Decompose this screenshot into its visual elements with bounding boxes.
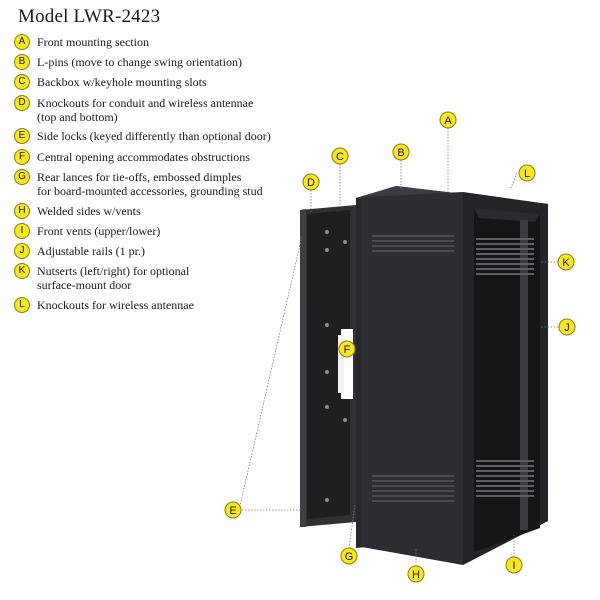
callout-badge: K	[14, 263, 30, 279]
legend-item-j: J Adjustable rails (1 pr.)	[14, 243, 145, 259]
legend-text: (top and bottom)	[37, 110, 118, 124]
callout-label: D	[307, 177, 315, 189]
side-vents	[372, 235, 454, 502]
legend-text: L-pins (move to change swing orientation…	[37, 55, 242, 69]
callout-label: I	[512, 560, 515, 572]
legend-item-d: D Knockouts for conduit and wireless ant…	[14, 95, 254, 124]
callout-badge: H	[14, 203, 30, 219]
callout-badge: E	[14, 128, 30, 144]
legend-text: Nutserts (left/right) for optional	[37, 264, 190, 278]
callout-badge: B	[14, 54, 30, 70]
adjustable-rail	[520, 220, 528, 530]
callout-badge: J	[14, 243, 30, 259]
callout-l: L	[518, 164, 536, 182]
legend-item-e: E Side locks (keyed differently than opt…	[14, 128, 271, 144]
callout-badge: A	[14, 34, 30, 50]
callout-badge: C	[14, 74, 30, 90]
backbox	[300, 205, 356, 527]
legend-text: Front mounting section	[37, 35, 149, 49]
callout-badge: G	[14, 169, 30, 185]
callout-label: K	[562, 257, 570, 269]
callout-h: H	[407, 565, 425, 583]
callout-badge: F	[14, 149, 30, 165]
callout-label: C	[336, 151, 344, 163]
callout-label: J	[564, 322, 570, 334]
callout-d: D	[302, 173, 320, 191]
legend-item-c: C Backbox w/keyhole mounting slots	[14, 74, 207, 90]
legend-item-h: H Welded sides w/vents	[14, 203, 141, 219]
legend-text: Central opening accommodates obstruction…	[37, 150, 250, 164]
legend-text: Welded sides w/vents	[37, 204, 141, 218]
callout-label: B	[397, 147, 404, 159]
callout-label: A	[444, 115, 452, 127]
legend-text: Backbox w/keyhole mounting slots	[37, 75, 207, 89]
legend-text: Side locks (keyed differently than optio…	[37, 129, 271, 143]
callout-i: I	[505, 556, 523, 574]
callout-a: A	[439, 111, 457, 129]
legend-item-b: B L-pins (move to change swing orientati…	[14, 54, 242, 70]
legend-text: Knockouts for wireless antennae	[37, 298, 194, 312]
callout-label: F	[344, 344, 351, 356]
legend-item-k: K Nutserts (left/right) for optional sur…	[14, 263, 190, 292]
legend-item-i: I Front vents (upper/lower)	[14, 223, 161, 239]
callout-k: K	[557, 253, 575, 271]
callout-j: J	[558, 318, 576, 336]
callout-label: H	[412, 569, 420, 581]
legend-text: surface-mount door	[37, 278, 132, 292]
legend-text: Front vents (upper/lower)	[37, 224, 161, 238]
legend-item-a: A Front mounting section	[14, 34, 149, 50]
callout-badge: L	[14, 297, 30, 313]
callout-b: B	[392, 143, 410, 161]
legend-text: Adjustable rails (1 pr.)	[37, 244, 145, 258]
front-mounting-section	[356, 186, 548, 565]
callout-c: C	[331, 147, 349, 165]
legend-item-g: G Rear lances for tie-offs, embossed dim…	[14, 169, 263, 198]
callout-label: G	[345, 551, 354, 563]
legend-text: for board-mounted accessories, grounding…	[37, 184, 263, 198]
legend-text: Rear lances for tie-offs, embossed dimpl…	[37, 170, 242, 184]
callout-e: E	[224, 501, 242, 519]
callout-g: G	[340, 547, 358, 565]
callout-badge: D	[14, 95, 30, 111]
callout-label: L	[524, 168, 530, 180]
callout-badge: I	[14, 223, 30, 239]
callout-label: E	[229, 505, 236, 517]
legend-item-l: L Knockouts for wireless antennae	[14, 297, 194, 313]
page-title: Model LWR-2423	[18, 6, 161, 27]
legend-text: Knockouts for conduit and wireless anten…	[37, 96, 254, 110]
legend-item-f: F Central opening accommodates obstructi…	[14, 149, 250, 165]
callout-f: F	[338, 340, 356, 358]
